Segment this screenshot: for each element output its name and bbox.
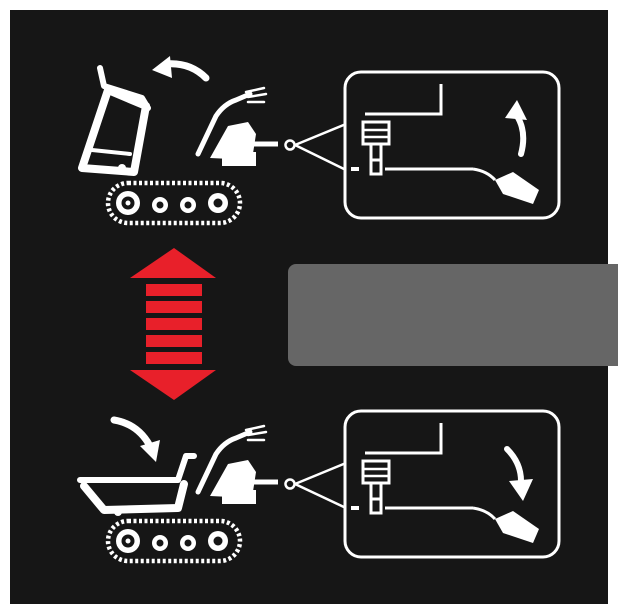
dump-lowered-scene bbox=[77, 409, 561, 561]
lever-detail-down bbox=[343, 409, 561, 559]
hinge bbox=[118, 164, 126, 172]
dump-bed-lowered bbox=[77, 453, 197, 514]
double-arrow-icon bbox=[130, 248, 216, 400]
curved-arrow-down-icon bbox=[110, 416, 154, 450]
callout-pointer bbox=[284, 122, 347, 172]
dump-bed-raised bbox=[78, 65, 151, 176]
lever-detail-up bbox=[343, 70, 561, 220]
label-area bbox=[288, 264, 618, 366]
dump-raised-scene bbox=[78, 56, 561, 223]
curved-arrow-down-icon bbox=[504, 446, 524, 484]
hinge bbox=[114, 508, 122, 516]
callout-pointer bbox=[284, 461, 347, 510]
